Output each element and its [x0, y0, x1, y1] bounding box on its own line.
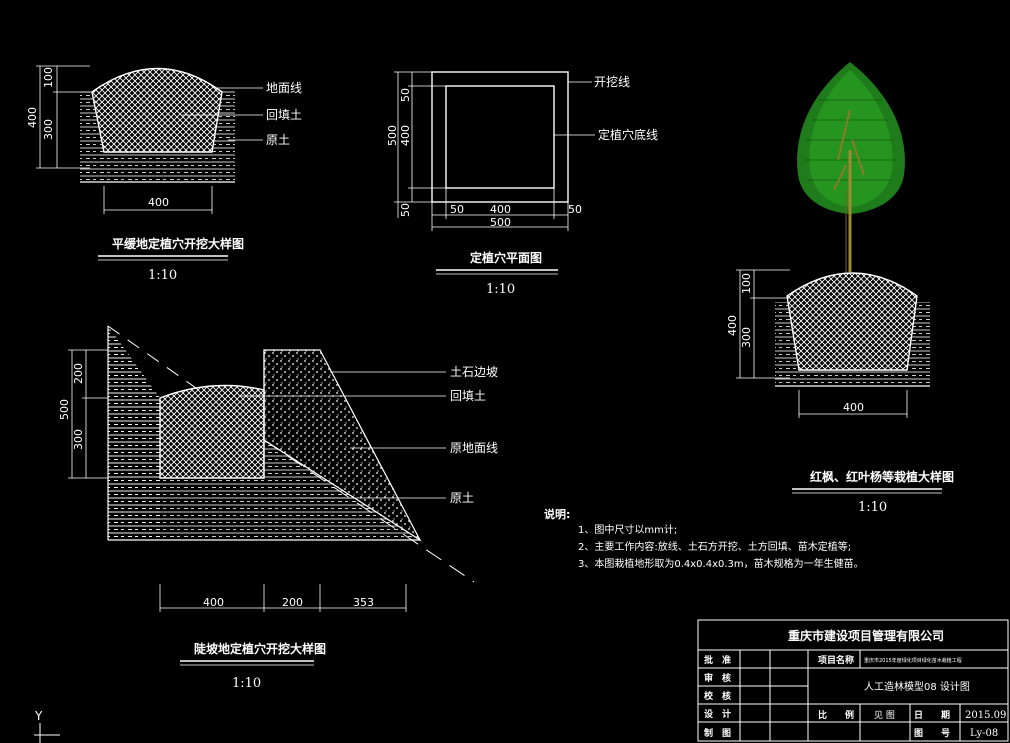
drawing-title: 红枫、红叶杨等栽植大样图: [810, 469, 954, 484]
native-soil-hatch: [108, 326, 420, 540]
callout-native-soil: 原土: [450, 491, 474, 505]
scale-value: 见 图: [874, 710, 895, 721]
callout-pit-bottom: 定植穴底线: [598, 127, 658, 142]
company-name: 重庆市建设项目管理有限公司: [788, 628, 944, 643]
dim-label: 400: [148, 196, 169, 209]
drawing-name: 人工造林模型08 设计图: [864, 680, 970, 693]
dim-label: 50: [399, 88, 412, 102]
backfill-hatch: [786, 272, 918, 371]
backfill-hatch: [159, 384, 265, 479]
dim-label: 200: [282, 596, 303, 609]
dim-label: 50: [568, 203, 582, 216]
excavation-outline: [431, 71, 569, 203]
row-label-check: 校 核: [704, 690, 731, 702]
dim-label: 50: [450, 203, 464, 216]
number-value: Ly-08: [970, 728, 998, 739]
dim-label: 400: [26, 107, 39, 128]
dim-label: 50: [399, 203, 412, 217]
scale-label: 比 例: [818, 709, 854, 721]
callout-backfill: 回填土: [266, 108, 302, 122]
number-label: 图 号: [914, 728, 950, 739]
row-label-design: 设 计: [704, 708, 731, 720]
drawing-title: 定植穴平面图: [470, 250, 542, 265]
pit-plan-view: 50 500 400 50 50 400 50 500 开挖线 定植穴底线 定植…: [386, 71, 658, 297]
callout-ground-line: 地面线: [266, 81, 302, 95]
title-block-text: 重庆市建设项目管理有限公司 批 准 审 核 校 核 设 计 制 图 项目名称 重…: [704, 628, 1006, 739]
notes-line: 3、本图栽植地形取为0.4x0.4x0.3m，苗木规格为一年生健苗。: [578, 557, 864, 570]
drawing-scale: 1:10: [232, 676, 261, 691]
drawing-scale: 1:10: [858, 500, 887, 515]
callout-ground-line: 原地面线: [450, 441, 498, 455]
project-name-label: 项目名称: [818, 654, 854, 666]
title-block: [697, 619, 1009, 742]
flat-pit-section: 100 300 400 400 地面线 回填土 原土 平缓地定植穴开挖大样图 1…: [26, 65, 302, 283]
callout-rock-slope: 土石边坡: [450, 365, 498, 379]
dim-label: 100: [740, 273, 753, 294]
backfill-hatch: [91, 67, 223, 153]
dim-label: 500: [490, 216, 511, 229]
row-label-review: 审 核: [704, 672, 731, 684]
dim-label: 300: [42, 119, 55, 140]
dim-label: 400: [490, 203, 511, 216]
drawing-scale: 1:10: [148, 268, 177, 283]
original-ground-line: [107, 325, 197, 389]
pit-bottom-outline: [445, 85, 555, 189]
steep-slope-section: 200 300 500 400 200 353 土石边坡 回填土 原地面线 原土…: [58, 325, 498, 691]
callout-excavation-line: 开挖线: [594, 74, 630, 89]
dim-label: 100: [42, 67, 55, 88]
dim-label: 353: [353, 596, 374, 609]
drawing-title: 陡坡地定植穴开挖大样图: [194, 641, 326, 656]
dim-label: 300: [72, 429, 85, 450]
dim-label: 500: [58, 399, 71, 420]
row-label-draw: 制 图: [704, 727, 731, 739]
date-label: 日 期: [914, 709, 950, 721]
drawing-title: 平缓地定植穴开挖大样图: [112, 236, 244, 251]
design-notes: 说明: 1、图中尺寸以mm计; 2、主要工作内容:放线、土石方开挖、土方回填、苗…: [544, 507, 864, 570]
dim-label: 200: [72, 363, 85, 384]
row-label-approve: 批 准: [704, 654, 731, 666]
drawing-scale: 1:10: [486, 282, 515, 297]
ucs-axis-icon: Y: [34, 709, 60, 743]
dim-label: 400: [399, 125, 412, 146]
callout-native-soil: 原土: [266, 133, 290, 147]
dim-label: 300: [740, 327, 753, 348]
ucs-y-label: Y: [34, 709, 43, 723]
notes-line: 1、图中尺寸以mm计;: [578, 523, 677, 536]
dim-label: 500: [386, 125, 399, 146]
dim-label: 400: [726, 315, 739, 336]
callout-backfill: 回填土: [450, 389, 486, 403]
date-value: 2015.09: [965, 710, 1006, 721]
dim-label: 400: [843, 401, 864, 414]
notes-heading: 说明:: [544, 507, 570, 521]
project-name: 重庆市2015年度绿化项目绿化苗木栽植工程: [864, 657, 962, 664]
notes-line: 2、主要工作内容:放线、土石方开挖、土方回填、苗木定植等;: [578, 540, 851, 553]
dim-label: 400: [203, 596, 224, 609]
tree-planting-section: 100 300 400 400 红枫、红叶杨等栽植大样图 1:10: [726, 62, 954, 515]
